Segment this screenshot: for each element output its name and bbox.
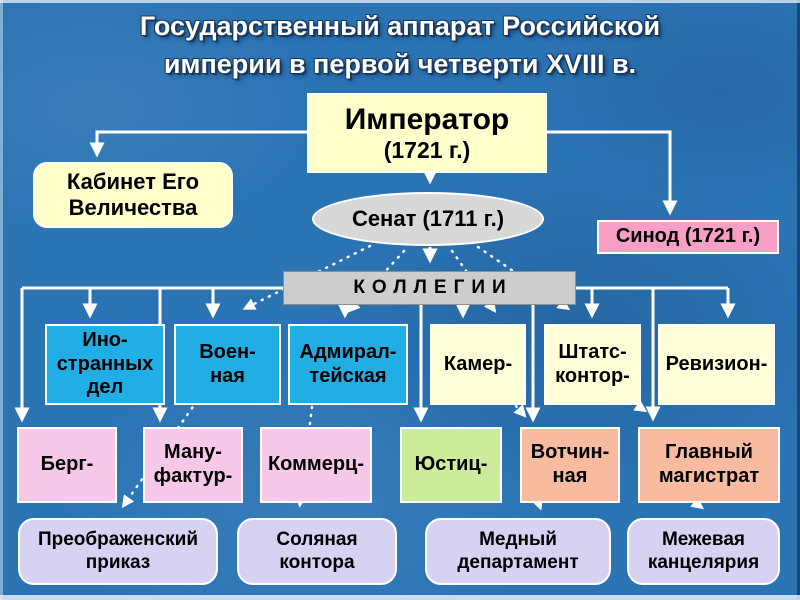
line-emperor-to-cabinet: [89, 130, 307, 158]
office-salt-kontora: Соляная контора: [237, 518, 397, 585]
collegia-header: КОЛЛЕГИИ: [283, 271, 576, 305]
college-justits: Юстиц-: [400, 427, 502, 503]
college-votchina: Вотчин- ная: [520, 427, 620, 503]
emperor-name: Император: [344, 102, 510, 136]
college-revision: Ревизион-: [658, 324, 775, 405]
college-berg: Берг-: [17, 427, 117, 503]
emperor-box: Император (1721 г.): [307, 93, 547, 173]
dotted-to-votchina: [513, 404, 527, 418]
office-mezhevaya-chancellery: Межевая канцелярия: [627, 518, 780, 585]
emperor-year: (1721 г.): [383, 137, 471, 164]
slide-title: Государственный аппарат Российской импер…: [139, 11, 661, 79]
college-manufaktur: Ману- фактур-: [143, 427, 243, 503]
college-foreign-affairs: Ино- странных дел: [45, 324, 165, 405]
office-preobrazhensky-prikaz: Преображенский приказ: [18, 518, 218, 585]
dotted-to-magistrate: [618, 392, 648, 413]
cabinet-box: Кабинет Его Величества: [33, 162, 233, 228]
senate-ellipse: Сенат (1711 г.): [312, 192, 544, 246]
college-kamer: Камер-: [430, 324, 526, 405]
college-chief-magistrate: Главный магистрат: [638, 427, 780, 503]
office-copper-department: Медный департамент: [425, 518, 611, 585]
line-emperor-to-synod: [547, 130, 678, 216]
college-admiralty: Адмирал- тейская: [288, 324, 408, 405]
college-kommerts: Коммерц-: [260, 427, 372, 503]
college-military: Воен- ная: [174, 324, 281, 405]
synod-box: Синод (1721 г.): [597, 220, 779, 254]
dotted-senate-to-military: [242, 244, 372, 310]
college-shtats-kontor: Штатс- контор-: [544, 324, 641, 405]
